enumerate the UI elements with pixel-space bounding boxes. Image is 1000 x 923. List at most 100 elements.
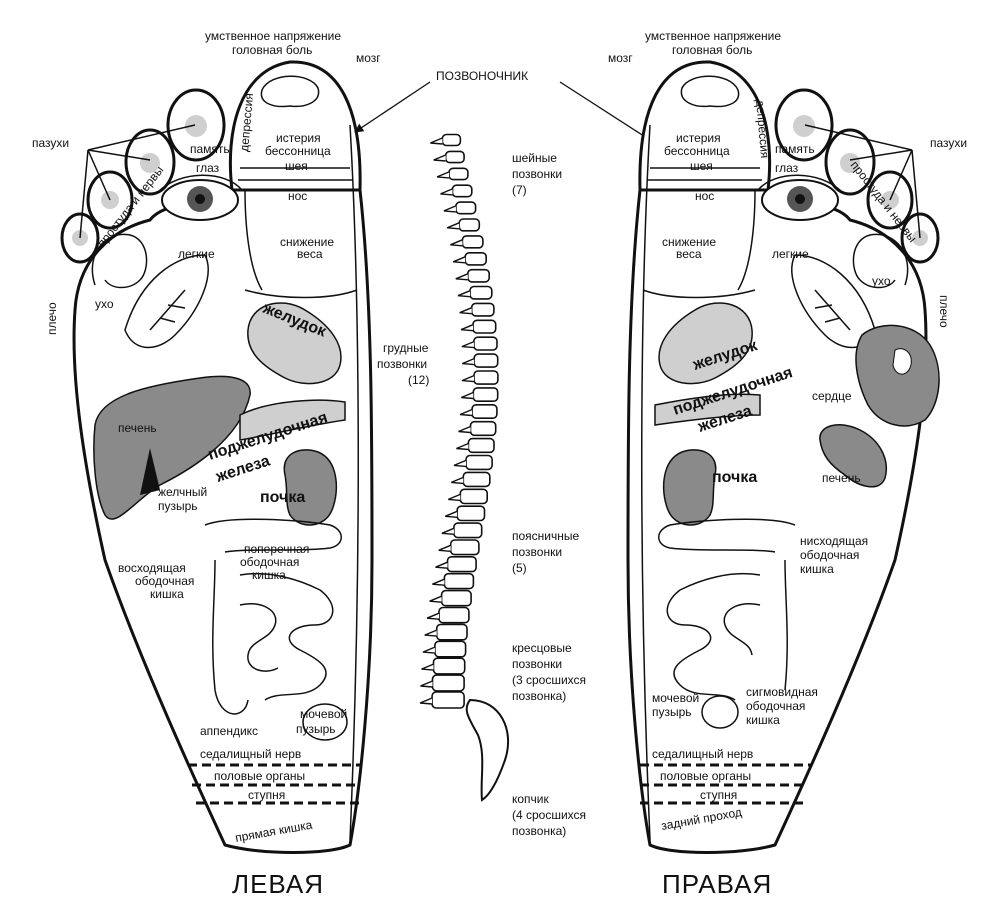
right-label-sciatic: седалищный нерв — [652, 747, 753, 761]
spine-thoracic-1: грудные — [383, 341, 429, 355]
spine-sacral-2: позвонки — [512, 657, 562, 671]
left-label-weight-2: веса — [297, 247, 323, 261]
vertebra-process — [450, 239, 463, 247]
left-sinus-dot-1 — [185, 115, 207, 137]
left-label-ascending-2: ободочная — [135, 574, 194, 588]
right-kidney — [662, 449, 717, 526]
vertebra-process — [446, 222, 460, 230]
right-label-hysteria-1: истерия — [676, 131, 721, 145]
left-label-neck: шея — [285, 159, 308, 173]
left-stomach — [247, 302, 342, 385]
right-label-descending-3: кишка — [800, 562, 834, 576]
right-label-weight-2: веса — [676, 247, 702, 261]
right-label-depression: депрессия — [753, 99, 772, 159]
spine-coccyx-3: позвонка) — [512, 824, 566, 838]
left-label-depression: депрессия — [237, 93, 256, 153]
right-label-sigmoid-1: сигмовидная — [746, 685, 818, 699]
vertebra — [469, 285, 493, 300]
vertebra-process — [451, 476, 464, 485]
left-label-hysteria-1: истерия — [276, 131, 321, 145]
left-kidney — [283, 449, 338, 526]
vertebra-process — [426, 612, 440, 620]
left-label-genitals: половые органы — [214, 769, 305, 783]
right-label-heart: сердце — [812, 389, 852, 403]
vertebra-process — [461, 357, 475, 366]
left-label-mental-2: головная боль — [232, 43, 312, 57]
right-label-mental-1: умственное напряжение — [645, 29, 781, 43]
right-heart — [855, 324, 940, 427]
left-spine-zone — [349, 124, 360, 841]
vertebra-process — [444, 510, 458, 518]
vertebra-process — [438, 544, 451, 552]
vertebra-process — [440, 188, 453, 196]
spine-column: ПОЗВОНОЧНИК шейные позвонки (7) грудные … — [354, 69, 651, 838]
right-label-nose: нос — [695, 189, 714, 203]
right-label-lungs: легкие — [772, 247, 809, 261]
vertebra-process — [458, 425, 471, 434]
vertebra-process — [424, 629, 437, 637]
right-label-memory: память — [775, 142, 815, 156]
vertebra — [456, 505, 486, 522]
vertebra — [432, 657, 466, 675]
left-label-sciatic: седалищный нерв — [200, 747, 301, 761]
vertebra-process — [453, 459, 467, 468]
left-ear-icon — [91, 233, 148, 289]
right-label-descending-2: ободочная — [800, 548, 859, 562]
vertebra-process — [430, 137, 443, 145]
right-liver — [819, 424, 887, 488]
right-label-hysteria-2: бессонница — [664, 144, 730, 158]
left-brain-icon — [260, 75, 320, 108]
vertebra — [440, 589, 472, 607]
right-pancreas — [654, 393, 761, 426]
left-label-ascending-1: восходящая — [118, 561, 186, 575]
vertebra-process — [436, 171, 450, 179]
vertebra — [451, 184, 473, 198]
right-label-foot: ступня — [700, 788, 737, 802]
left-label-transverse-2: ободочная — [240, 555, 299, 569]
right-label-neck: шея — [690, 159, 713, 173]
vertebra — [464, 252, 488, 266]
left-big-toe — [228, 60, 362, 192]
vertebra-process — [460, 324, 474, 332]
vertebra — [470, 302, 495, 317]
spine-thoracic-3: (12) — [408, 373, 429, 387]
vertebra — [431, 691, 465, 709]
vertebra — [443, 572, 475, 590]
vertebra — [471, 403, 498, 419]
right-spine-zone — [640, 124, 651, 841]
left-label-foot: ступня — [248, 788, 285, 802]
vertebra — [435, 623, 468, 641]
vertebra — [473, 336, 498, 351]
vertebra-process — [441, 527, 455, 535]
spine-coccyx — [465, 698, 510, 802]
left-pancreas — [239, 399, 346, 441]
spine-sacral-4: позвонка) — [512, 689, 566, 703]
right-title: ПРАВАЯ — [662, 869, 772, 899]
vertebra — [466, 268, 490, 283]
vertebra — [431, 674, 465, 692]
vertebra — [441, 133, 462, 147]
right-label-sigmoid-2: ободочная — [746, 699, 805, 713]
vertebra-process — [448, 493, 461, 502]
right-label-descending-1: нисходящая — [800, 534, 868, 548]
left-label-eye: глаз — [196, 161, 220, 175]
vertebra — [462, 471, 491, 488]
right-intestines — [658, 518, 796, 701]
right-ear-icon — [852, 233, 909, 289]
vertebra — [455, 201, 477, 215]
right-big-toe — [638, 60, 772, 192]
left-label-ear: ухо — [95, 297, 114, 311]
spine-vertebrae — [419, 133, 499, 709]
spine-cervical-2: позвонки — [512, 167, 562, 181]
vertebra-process — [419, 697, 433, 705]
left-label-mental-1: умственное напряжение — [205, 29, 341, 43]
vertebra — [446, 555, 477, 573]
vertebra-process — [433, 154, 446, 162]
right-label-sinuses: пазухи — [930, 136, 967, 150]
vertebra-process — [421, 663, 434, 671]
right-stomach — [658, 302, 753, 385]
vertebra — [434, 640, 467, 658]
right-label-weight-1: снижение — [662, 235, 716, 249]
left-lungs-icon — [124, 254, 209, 349]
left-label-weight-1: снижение — [280, 235, 334, 249]
